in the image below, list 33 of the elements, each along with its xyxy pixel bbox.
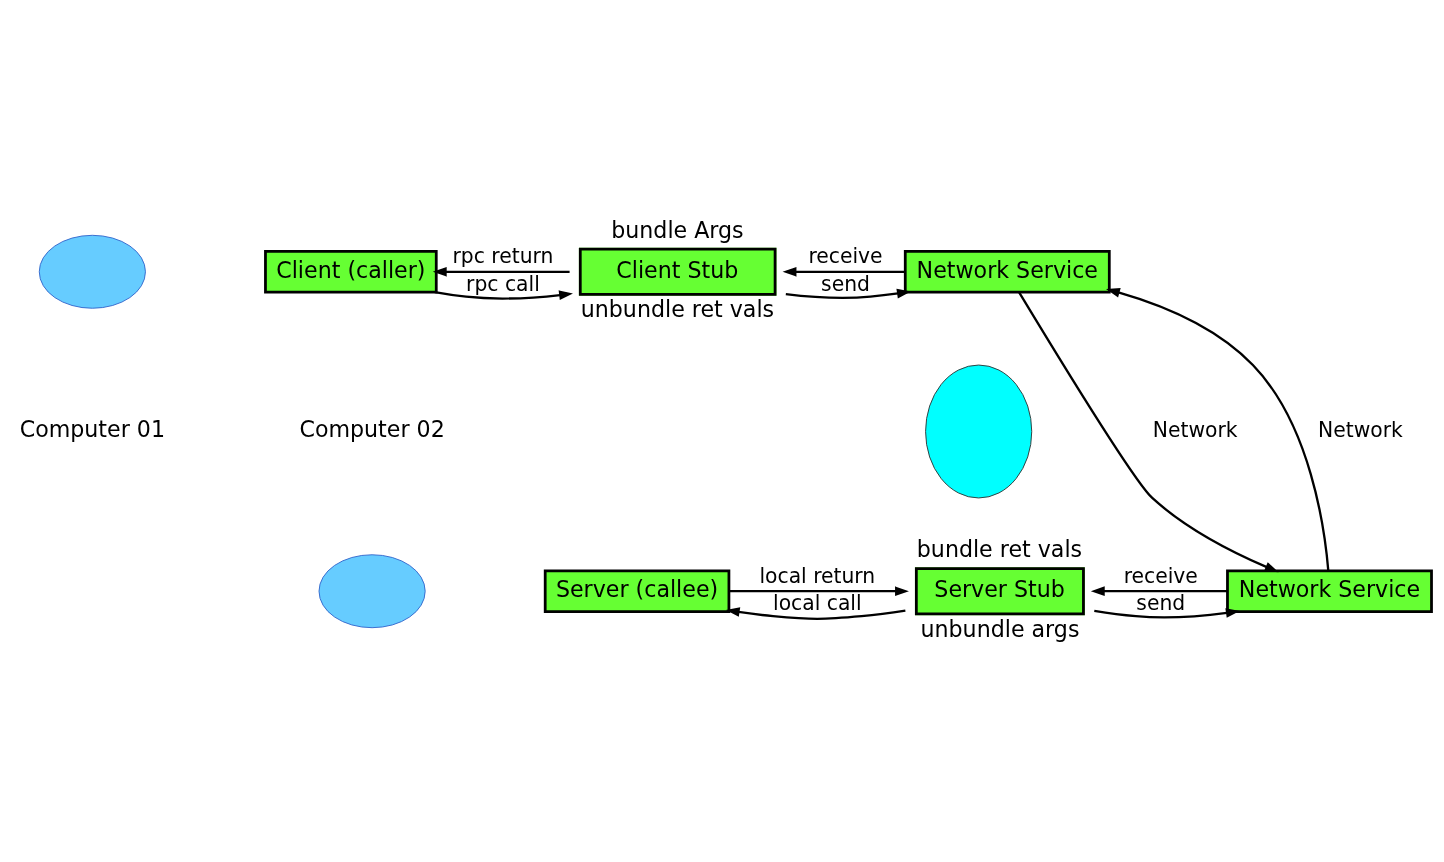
node-label: unbundle args — [920, 615, 1080, 642]
node-label: bundle Args — [611, 216, 744, 243]
edge-label: send — [1136, 590, 1186, 615]
edge-label: local return — [759, 563, 876, 588]
label: Computer 02 — [299, 415, 445, 442]
edge-label: receive — [808, 243, 883, 268]
arrow — [725, 606, 906, 620]
arrow — [1018, 291, 1279, 572]
edge-label: send — [821, 271, 870, 296]
node-box: Client (caller) — [264, 249, 438, 293]
arrow — [1090, 585, 1228, 596]
node-box: Network Service — [1226, 569, 1433, 613]
arrow — [432, 266, 570, 277]
node-cloud — [925, 364, 1033, 498]
node-circle — [38, 234, 146, 309]
label: Computer 01 — [19, 415, 165, 442]
edge-label: local call — [773, 590, 862, 615]
edge-label: rpc return — [452, 243, 554, 268]
edge-label: Network — [1318, 417, 1403, 442]
node-label: bundle ret vals — [916, 535, 1083, 562]
edge-label: receive — [1123, 563, 1198, 588]
arrow — [1094, 607, 1240, 618]
node-box: Network Service — [903, 249, 1111, 293]
arrow — [1106, 287, 1330, 571]
edge-label: Network — [1152, 417, 1238, 442]
node-label: unbundle ret vals — [580, 295, 775, 322]
edge-label: rpc call — [466, 271, 540, 296]
arrow — [785, 288, 911, 299]
arrow — [729, 585, 909, 596]
arrow — [434, 289, 573, 300]
arrow — [782, 266, 905, 277]
node-box: Server (callee) — [543, 569, 731, 613]
node-circle — [318, 553, 426, 628]
